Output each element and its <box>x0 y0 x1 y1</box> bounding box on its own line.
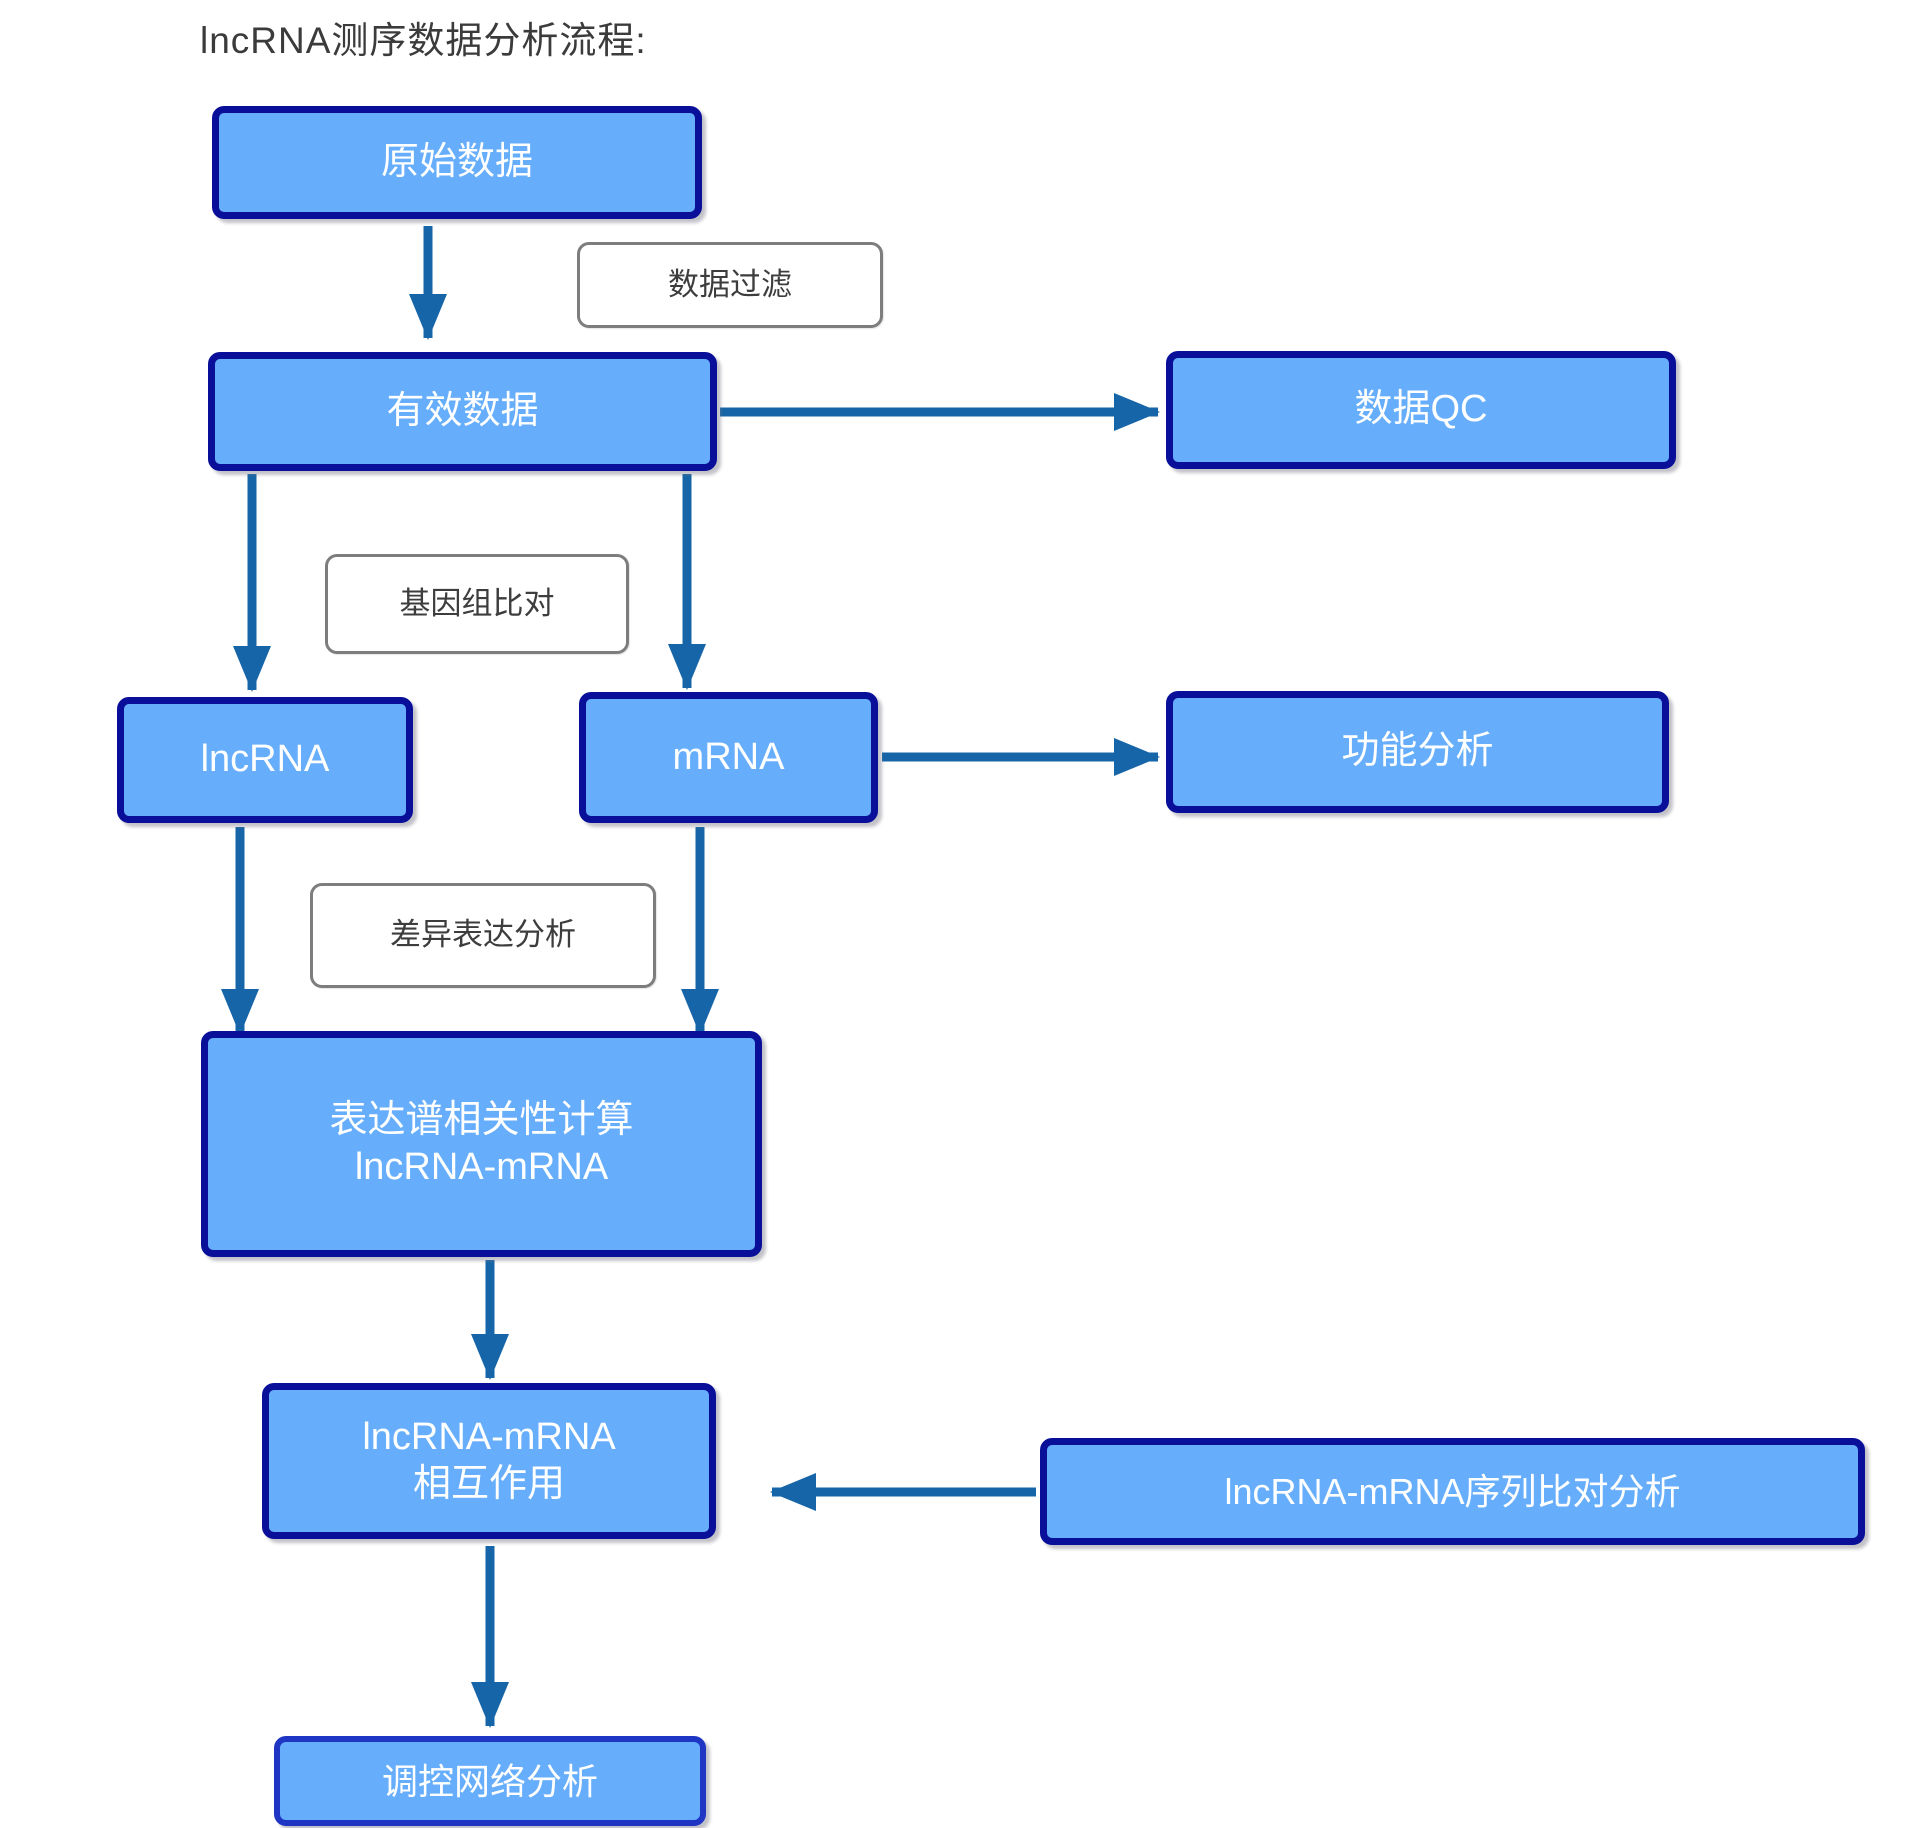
node-sequence-alignment-analysis-label: lncRNA-mRNA序列比对分析 <box>1224 1471 1681 1512</box>
label-data-filtering-text: 数据过滤 <box>668 266 792 302</box>
node-valid-data-label: 有效数据 <box>386 389 539 432</box>
node-mrna-label: mRNA <box>672 735 785 778</box>
node-expression-correlation: 表达谱相关性计算 lncRNA-mRNA <box>201 1031 762 1257</box>
node-expression-correlation-line2: lncRNA-mRNA <box>354 1146 609 1188</box>
node-functional-analysis: 功能分析 <box>1166 691 1669 813</box>
node-functional-analysis-label: 功能分析 <box>1341 730 1494 773</box>
label-genome-alignment-text: 基因组比对 <box>399 585 555 621</box>
node-raw-data: 原始数据 <box>212 106 702 219</box>
node-regulatory-network-analysis-label: 调控网络分析 <box>381 1760 598 1802</box>
node-data-qc-label: 数据QC <box>1354 388 1488 431</box>
label-differential-expression-analysis: 差异表达分析 <box>310 883 656 988</box>
node-lncrna-mrna-interaction: lncRNA-mRNA 相互作用 <box>262 1383 716 1539</box>
node-lncrna-mrna-interaction-line1: lncRNA-mRNA <box>362 1415 616 1458</box>
node-sequence-alignment-analysis: lncRNA-mRNA序列比对分析 <box>1040 1438 1865 1545</box>
node-data-qc: 数据QC <box>1166 351 1676 469</box>
label-genome-alignment: 基因组比对 <box>325 554 629 654</box>
node-mrna: mRNA <box>579 692 878 823</box>
node-lncrna: lncRNA <box>117 697 413 823</box>
node-lncrna-mrna-interaction-line2: 相互作用 <box>412 1463 565 1505</box>
node-regulatory-network-analysis: 调控网络分析 <box>274 1736 706 1826</box>
page-title: lncRNA测序数据分析流程: <box>200 20 647 61</box>
node-expression-correlation-line1: 表达谱相关性计算 <box>329 1098 634 1141</box>
label-differential-expression-text: 差异表达分析 <box>390 917 576 953</box>
node-lncrna-label: lncRNA <box>200 738 330 781</box>
node-raw-data-label: 原始数据 <box>380 140 533 183</box>
label-data-filtering: 数据过滤 <box>577 242 883 328</box>
node-valid-data: 有效数据 <box>208 352 717 471</box>
